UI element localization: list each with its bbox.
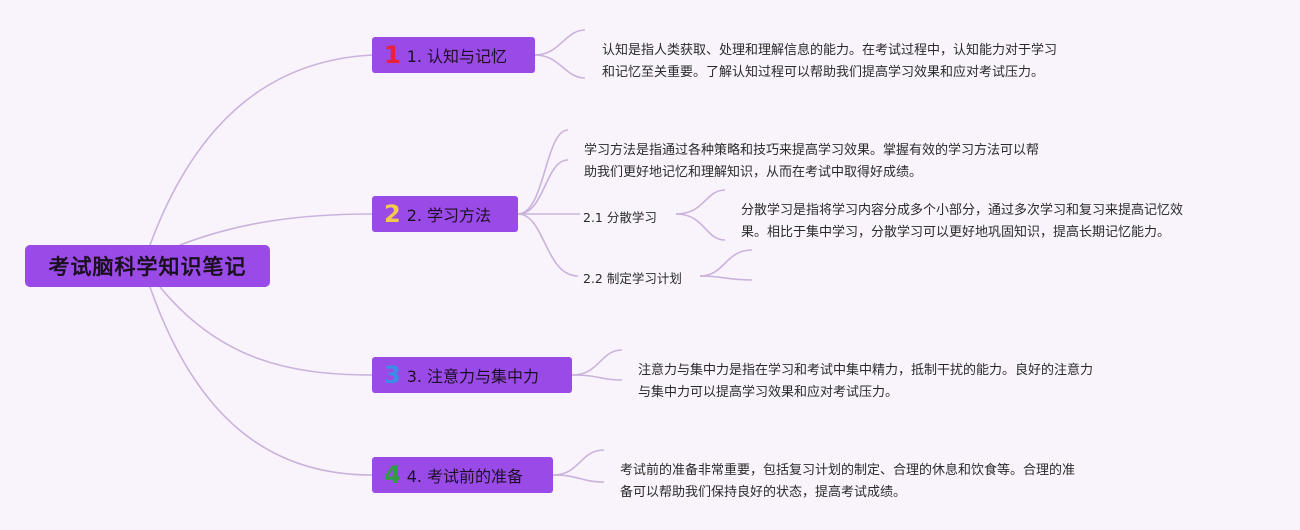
branch-2-description: 学习方法是指通过各种策略和技巧来提高学习效果。掌握有效的学习方法可以帮 助我们更… (584, 140, 1039, 184)
branch-label: 2. 学习方法 (406, 206, 492, 225)
desc-line: 认知是指人类获取、处理和理解信息的能力。在考试过程中，认知能力对于学习 (602, 43, 1058, 58)
link-root-b2 (179, 213, 373, 246)
root-title: 考试脑科学知识笔记 (48, 255, 247, 279)
link-b4-desc (552, 449, 605, 476)
desc-line: 和记忆至关重要。了解认知过程可以帮助我们提高学习效果和应对考试压力。 (602, 65, 1045, 80)
link-b1-desc (534, 29, 586, 56)
branch-label: 4. 考试前的准备 (406, 467, 524, 486)
desc-line: 助我们更好地记忆和理解知识，从而在考试中取得好成绩。 (584, 165, 923, 180)
desc-line: 考试前的准备非常重要，包括复习计划的制定、合理的休息和饮食等。合理的准 (620, 463, 1076, 478)
branch-label: 1. 认知与记忆 (406, 47, 508, 66)
link-root-b4 (149, 286, 373, 476)
desc-line: 注意力与集中力是指在学习和考试中集中精力，抵制干扰的能力。良好的注意力 (638, 363, 1094, 378)
link-b3-desc (571, 349, 623, 376)
branch-1-description: 认知是指人类获取、处理和理解信息的能力。在考试过程中，认知能力对于学习 和记忆至… (602, 40, 1057, 84)
branch-node-cognition[interactable]: 1 1. 认知与记忆 (372, 37, 535, 73)
link-sub1-desc (675, 189, 726, 215)
branch-4-description: 考试前的准备非常重要，包括复习计划的制定、合理的休息和饮食等。合理的准 备可以帮… (620, 460, 1075, 504)
subnode-1-description: 分散学习是指将学习内容分成多个小部分，通过多次学习和复习来提高记忆效 果。相比于… (741, 200, 1183, 244)
branch-node-study-methods[interactable]: 2 2. 学习方法 (372, 196, 518, 232)
number-1-icon: 1 (384, 41, 401, 69)
link-b2-sub2 (517, 213, 579, 277)
subnode-study-plan[interactable]: 2.2 制定学习计划 (583, 271, 682, 286)
branch-3-description: 注意力与集中力是指在学习和考试中集中精力，抵制干扰的能力。良好的注意力 与集中力… (638, 360, 1093, 404)
link-root-b3 (159, 286, 373, 376)
branch-node-attention[interactable]: 3 3. 注意力与集中力 (372, 357, 572, 393)
number-4-icon: 4 (384, 461, 401, 489)
desc-line: 果。相比于集中学习，分散学习可以更好地巩固知识，提高长期记忆能力。 (741, 225, 1171, 240)
number-3-icon: 3 (384, 361, 401, 389)
root-node[interactable]: 考试脑科学知识笔记 (25, 245, 270, 287)
desc-line: 与集中力可以提高学习效果和应对考试压力。 (638, 385, 899, 400)
number-2-icon: 2 (384, 200, 401, 228)
desc-line: 学习方法是指通过各种策略和技巧来提高学习效果。掌握有效的学习方法可以帮 (584, 143, 1040, 158)
desc-line: 分散学习是指将学习内容分成多个小部分，通过多次学习和复习来提高记忆效 (741, 203, 1184, 218)
branch-label: 3. 注意力与集中力 (406, 367, 540, 386)
link-root-b1 (149, 54, 373, 246)
branch-node-exam-prep[interactable]: 4 4. 考试前的准备 (372, 457, 553, 493)
desc-line: 备可以帮助我们保持良好的状态，提高考试成绩。 (620, 485, 907, 500)
link-sub2-empty (699, 249, 753, 277)
link-b2-desc (517, 129, 569, 215)
subnode-distributed-learning[interactable]: 2.1 分散学习 (583, 210, 657, 225)
